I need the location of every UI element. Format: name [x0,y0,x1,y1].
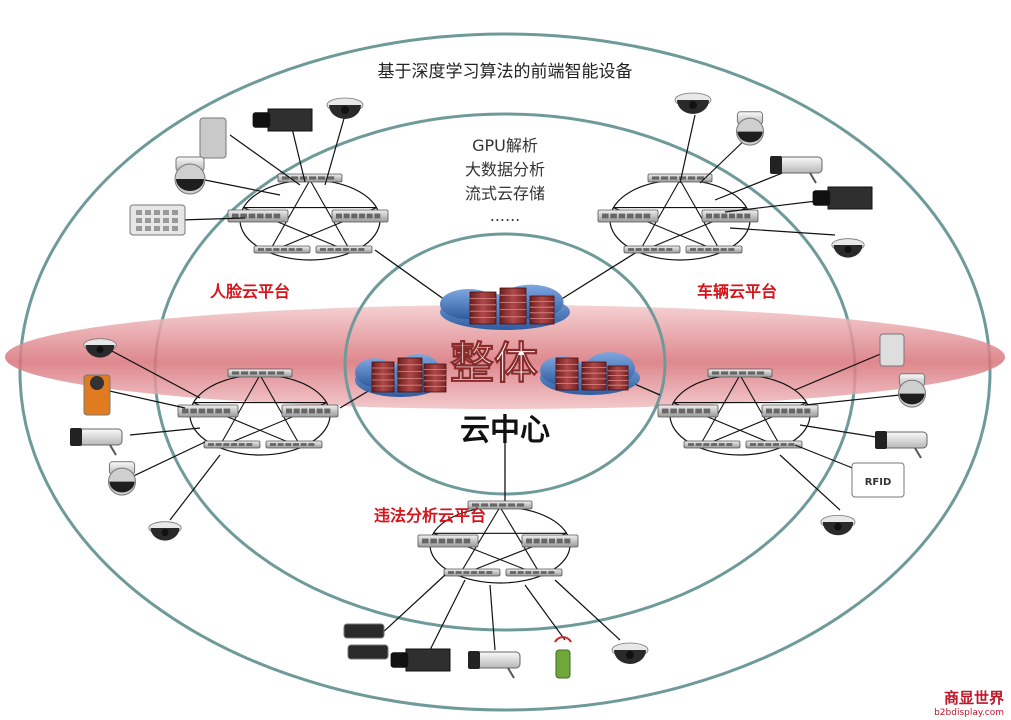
panel-sensor-icon [199,117,227,159]
switch-bottom-right [315,245,373,254]
rfid-label: RFID [865,477,892,488]
cloud-center-label: 云中心 [460,413,550,448]
server-stack [423,363,447,393]
capability-ellipsis: ...... [490,206,521,225]
watermark-logo: 商显世界 [944,689,1004,707]
switch-top [227,368,293,378]
switch-bottom-left [623,245,681,254]
box-camera-icon [812,186,873,210]
switch-bottom-left [203,440,261,449]
network-cluster-left [177,368,339,456]
access-keypad-icon [129,204,186,236]
platform-violation-label: 违法分析云平台 [374,506,486,525]
server-stack [529,295,555,325]
switch-bottom-right [265,440,323,449]
server-left [177,404,239,418]
dome-camera-icon [148,521,182,541]
switch-top [647,173,713,183]
bullet-camera-icon [468,651,521,679]
switch-bottom-right [745,440,803,449]
multi-sensor-camera-icon [326,97,364,119]
switch-bottom-left [443,568,501,577]
watermark-url: b2bdisplay.com [934,708,1004,718]
front-end-devices: RFID [70,92,928,679]
bullet-camera-icon [770,156,823,184]
outer-ring-title: 基于深度学习算法的前端智能设备 [378,62,633,82]
server-stack [499,287,527,325]
switch-top [467,500,533,510]
center-overall-label: 整体 [450,338,538,389]
server-stack [581,361,607,391]
server-stack [555,357,579,391]
dome-camera-icon [83,338,117,358]
ptz-camera-icon [108,461,136,496]
network-cluster-right [657,368,819,456]
box-camera-icon [252,108,313,132]
multi-sensor-camera-icon [831,238,865,258]
server-right [521,534,579,548]
switch-bottom-right [505,568,563,577]
server-left [597,209,659,223]
capability-gpu: GPU解析 [472,136,538,155]
wireless-antenna-icon [554,636,572,679]
switch-bottom-left [253,245,311,254]
ptz-camera-icon [174,156,206,195]
backbone-links [339,249,661,505]
server-left [417,534,479,548]
box-camera-icon [390,648,451,672]
nvr-device-icon [343,623,385,639]
switch-bottom-left [683,440,741,449]
server-stack [607,365,629,391]
ptz-camera-icon [898,373,926,408]
server-right [701,209,759,223]
server-right [331,209,389,223]
multi-sensor-camera-icon [820,514,856,536]
bullet-camera-icon [70,428,123,456]
platform-vehicle-label: 车辆云平台 [697,282,777,301]
capability-storage: 流式云存储 [465,184,545,203]
industrial-camera-icon [83,374,111,416]
watermark: 商显世界 b2bdisplay.com [934,689,1004,718]
nvr-device-icon [347,644,389,660]
network-clusters [177,173,819,584]
server-left [657,404,719,418]
server-left [227,209,289,223]
network-cluster-bottom [417,500,579,584]
platform-face-label: 人脸云平台 [210,282,290,301]
rfid-reader-icon: RFID [851,462,905,498]
ptz-camera-icon [736,111,764,146]
switch-top [277,173,343,183]
dome-camera-icon [674,92,712,114]
server-stack [397,357,423,393]
server-stack [371,361,395,393]
server-right [281,404,339,418]
outer-ring [18,32,992,712]
intercom-panel-icon [879,333,905,367]
bullet-camera-icon [875,431,928,459]
network-cluster-face [227,173,389,261]
capability-bigdata: 大数据分析 [465,160,545,179]
server-stack [469,291,497,325]
dome-camera-icon [611,642,649,664]
server-right [761,404,819,418]
switch-top [707,368,773,378]
network-cluster-vehicle [597,173,759,261]
middle-ring-capabilities: GPU解析 大数据分析 流式云存储 ...... [465,136,545,225]
switch-bottom-right [685,245,743,254]
center-cloud [355,284,640,397]
